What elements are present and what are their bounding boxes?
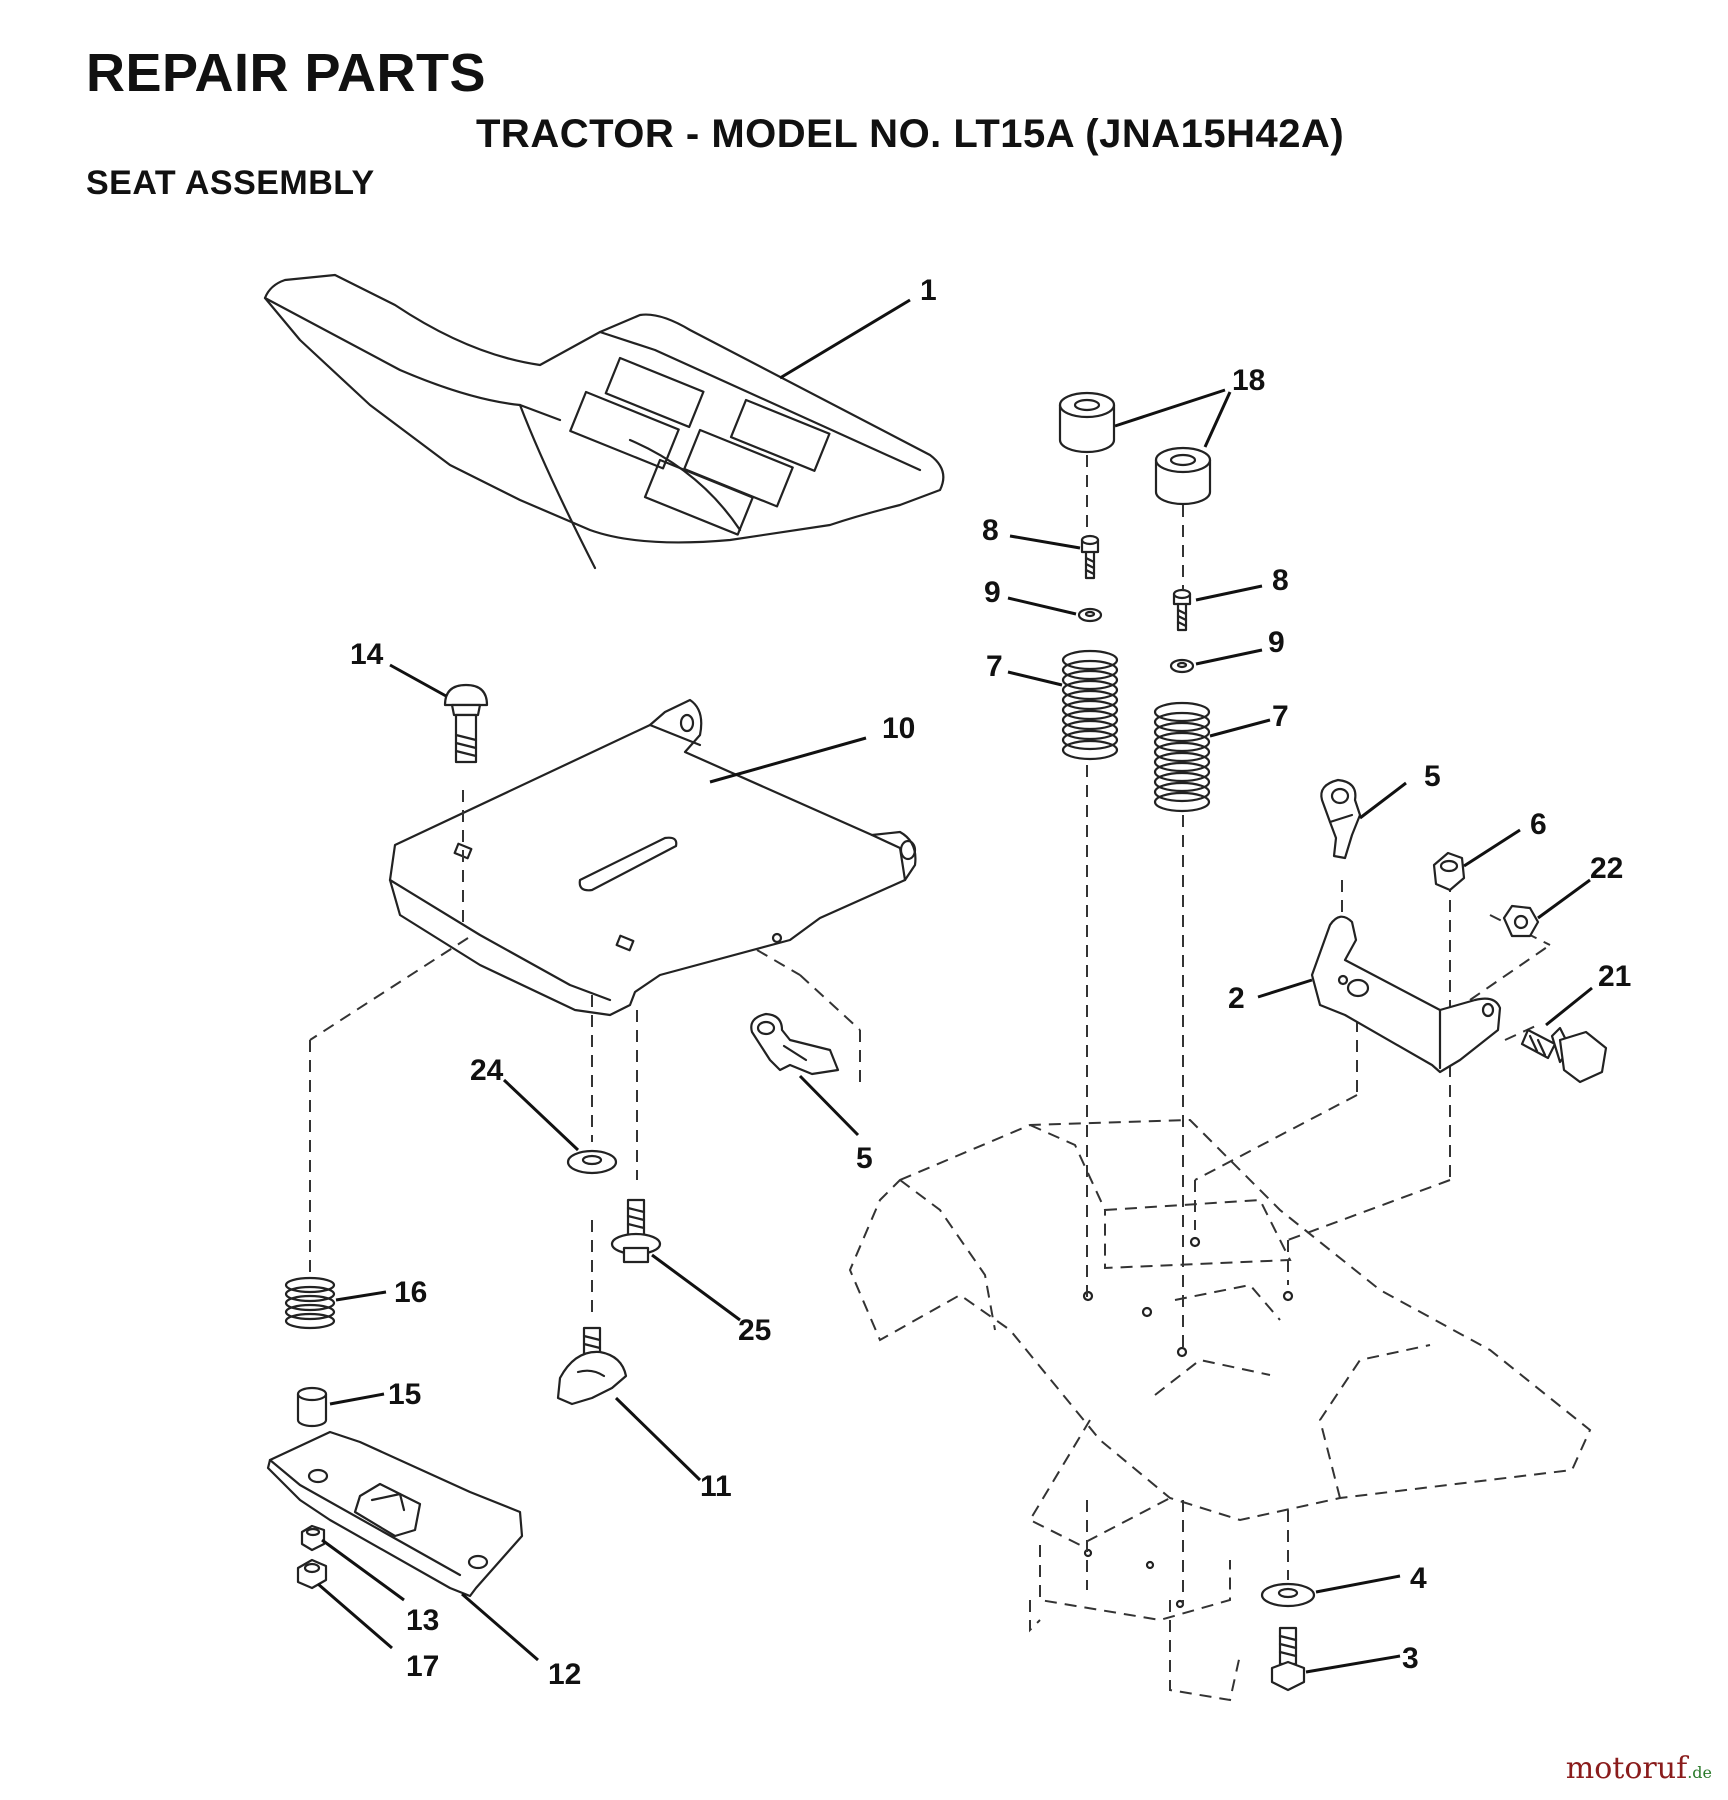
clip-lower <box>750 1012 840 1076</box>
carriage-bolt <box>443 683 489 764</box>
callout-9-left: 9 <box>984 576 1001 609</box>
callout-7-left: 7 <box>986 650 1003 683</box>
spring-right <box>1153 701 1211 813</box>
callout-25: 25 <box>738 1314 771 1347</box>
watermark-suffix: .de <box>1687 1763 1712 1782</box>
callout-3: 3 <box>1402 1642 1419 1675</box>
callout-9-right: 9 <box>1268 626 1285 659</box>
watermark-brand: motoruf <box>1565 1751 1688 1786</box>
seat <box>263 273 945 570</box>
washer-4 <box>1260 1582 1316 1608</box>
seat-pan <box>388 698 917 1017</box>
callout-13: 13 <box>406 1604 439 1637</box>
callout-5-upper: 5 <box>1424 760 1441 793</box>
nut-6 <box>1432 851 1466 892</box>
callout-2: 2 <box>1228 982 1245 1015</box>
callout-4: 4 <box>1410 1562 1427 1595</box>
nut-17 <box>296 1558 328 1590</box>
callout-21: 21 <box>1598 960 1631 993</box>
callout-8-right: 8 <box>1272 564 1289 597</box>
screw-right <box>1172 588 1192 632</box>
tractor-fender-frame <box>848 1118 1592 1702</box>
section-title: SEAT ASSEMBLY <box>86 164 375 202</box>
washer-9-right <box>1169 658 1195 674</box>
callout-16: 16 <box>394 1276 427 1309</box>
bracket <box>1310 915 1502 1074</box>
screw-left <box>1080 534 1100 580</box>
callout-15: 15 <box>388 1378 421 1411</box>
callout-leaders <box>317 298 1593 1674</box>
bolt-3 <box>1270 1626 1306 1692</box>
callout-1: 1 <box>920 274 937 307</box>
spring-16 <box>284 1276 336 1330</box>
washer-9-left <box>1077 607 1103 623</box>
bumper-right <box>1154 446 1212 506</box>
callout-12: 12 <box>548 1658 581 1691</box>
nut-13 <box>300 1524 326 1552</box>
model-subtitle: TRACTOR - MODEL NO. LT15A (JNA15H42A) <box>476 112 1345 156</box>
clip-upper <box>1320 778 1362 860</box>
callout-6: 6 <box>1530 808 1547 841</box>
callout-11: 11 <box>700 1470 732 1503</box>
callout-labels: 1 18 8 8 9 9 7 7 14 10 5 5 6 22 2 21 24 … <box>350 274 1631 1691</box>
bolt-25 <box>610 1198 662 1264</box>
callout-22: 22 <box>1590 852 1623 885</box>
bumper-left <box>1058 391 1116 454</box>
spacer-15 <box>296 1386 328 1428</box>
page-title: REPAIR PARTS <box>86 43 487 103</box>
callout-8-left: 8 <box>982 514 999 547</box>
callout-18: 18 <box>1232 364 1265 397</box>
bolt-21 <box>1520 1026 1608 1084</box>
callout-24: 24 <box>470 1054 504 1087</box>
watermark-logo: motoruf.de <box>1566 1751 1712 1786</box>
callout-14: 14 <box>350 638 384 671</box>
knob-11 <box>556 1326 628 1406</box>
slide-plate <box>266 1430 524 1598</box>
callout-5-lower: 5 <box>856 1142 873 1175</box>
nut-22 <box>1502 904 1540 938</box>
callout-7-right: 7 <box>1272 700 1289 733</box>
callout-10: 10 <box>882 712 915 745</box>
alignment-lines <box>309 455 1551 1605</box>
spring-left <box>1061 649 1119 761</box>
callout-17: 17 <box>406 1650 439 1683</box>
washer-24 <box>566 1149 618 1175</box>
